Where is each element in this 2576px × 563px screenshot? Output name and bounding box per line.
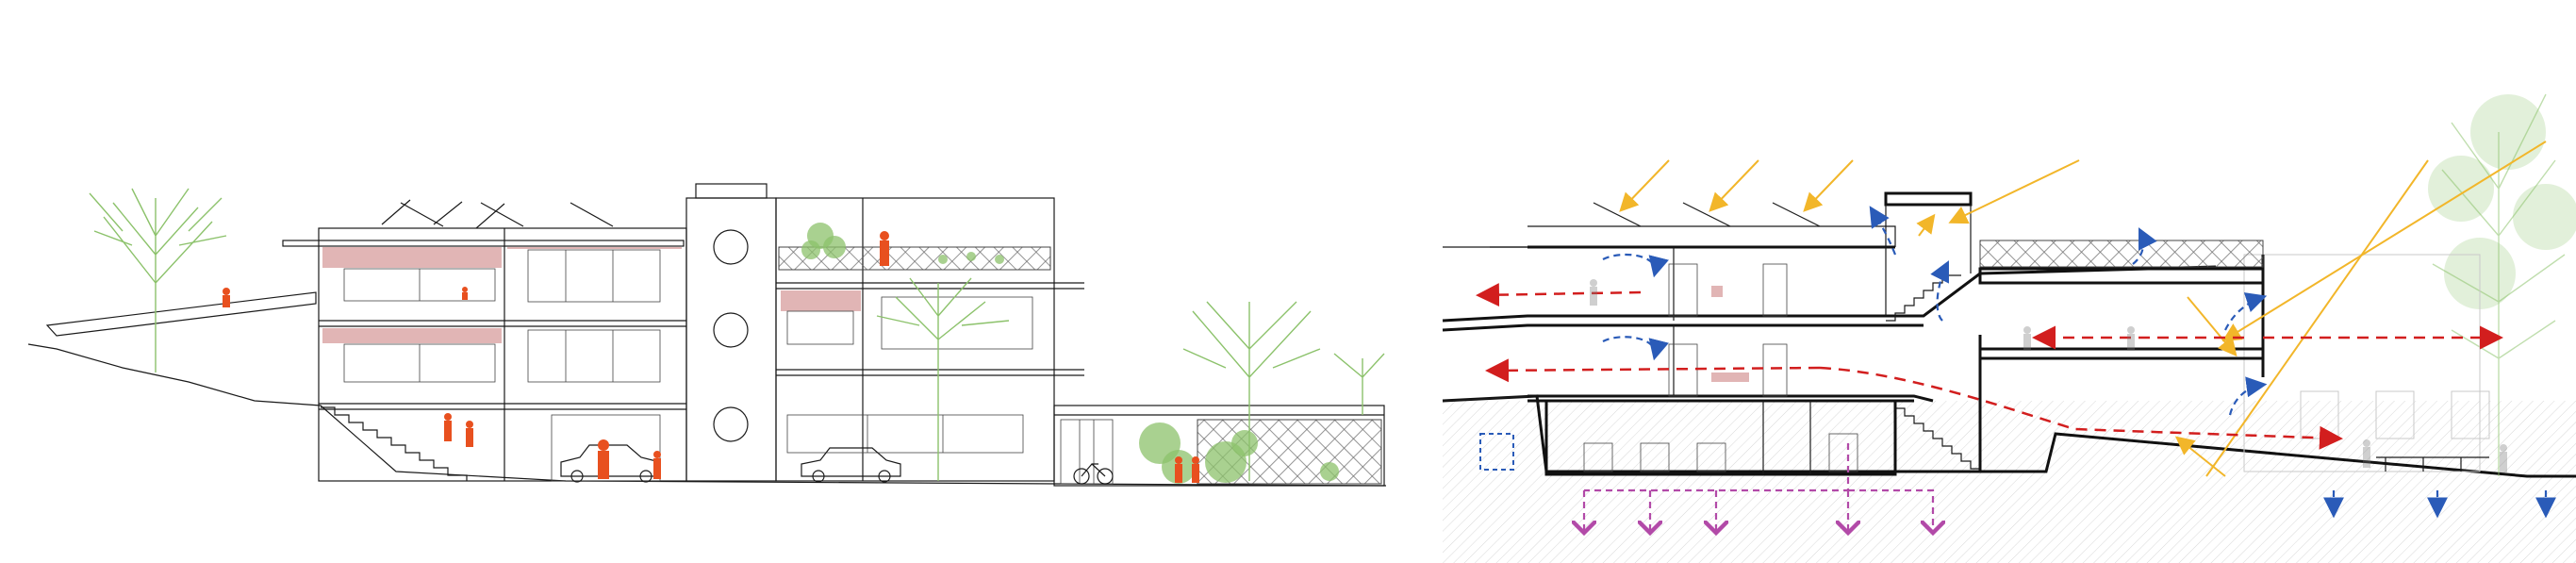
car-icon [801, 447, 901, 483]
section-panel [1442, 93, 2576, 563]
airflow-arrow [1476, 283, 2503, 450]
tree-icon [89, 188, 227, 373]
person-icon [223, 231, 1199, 483]
tree-icon [876, 277, 1010, 481]
person-icon [1590, 279, 2507, 472]
airflow-arrow [1584, 443, 1933, 533]
sun-ray-arrow [1619, 141, 2547, 477]
tree-icon [2428, 93, 2576, 476]
airflow-arrow [1602, 206, 2556, 519]
tree-icon [1182, 301, 1385, 481]
solar-panel-icon [381, 199, 614, 229]
elevation-panel [27, 183, 1387, 487]
car-icon [560, 444, 661, 483]
shrub [801, 223, 1004, 264]
bicycle-icon [1073, 463, 1114, 485]
